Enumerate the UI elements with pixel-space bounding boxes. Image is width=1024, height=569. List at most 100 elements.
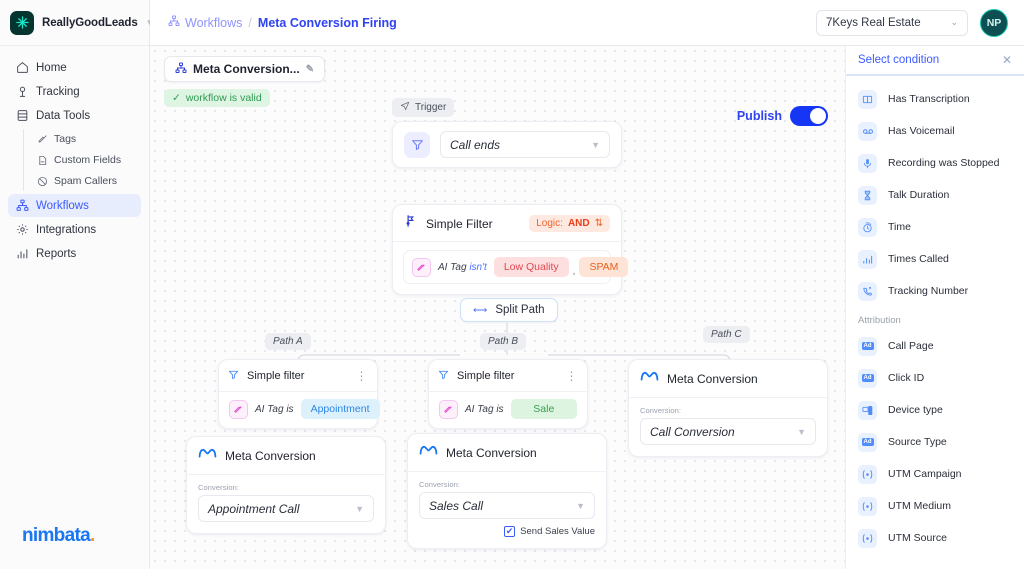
condition-item-click-id[interactable]: Ad Click ID <box>846 362 1024 394</box>
filter-a-condition-row[interactable]: AI Tag is Appointment <box>229 399 380 419</box>
condition-item-label: Tracking Number <box>888 285 969 297</box>
meta-a-conversion-value: Appointment Call <box>208 501 300 516</box>
swap-icon[interactable]: ⇅ <box>594 218 603 229</box>
sidebar-item-tags[interactable]: Tags <box>33 129 141 149</box>
condition-item-label: Source Type <box>888 436 947 448</box>
condition-item-times-called[interactable]: Times Called <box>846 243 1024 275</box>
meta-conversion-c-node[interactable]: Meta Conversion Conversion: Call Convers… <box>628 359 828 457</box>
simple-filter-node[interactable]: Simple Filter Logic: AND ⇅ AI Tag isn't … <box>392 204 629 295</box>
filter-condition-row[interactable]: AI Tag isn't Low Quality , SPAM <box>403 250 629 284</box>
sidebar-item-tracking[interactable]: Tracking <box>8 80 141 103</box>
trigger-node[interactable]: Call ends ▼ <box>392 121 622 168</box>
condition-section-attribution: Attribution <box>858 315 901 326</box>
meta-a-conversion-select[interactable]: Appointment Call ▼ <box>198 495 374 522</box>
send-sales-value-checkbox[interactable]: ✔ <box>504 526 516 537</box>
meta-conversion-a-node[interactable]: Meta Conversion Conversion: Appointment … <box>186 436 386 534</box>
filter-a-chip[interactable]: Appointment <box>300 399 380 419</box>
account-selector[interactable]: 7Keys Real Estate ⌄ <box>816 9 968 36</box>
pencil-icon[interactable]: ✎ <box>305 63 315 75</box>
avatar[interactable]: NP <box>980 8 1008 37</box>
condition-item-label: Has Voicemail <box>888 125 955 137</box>
device-icon <box>858 400 877 420</box>
workflow-icon <box>16 199 29 212</box>
kebab-menu-icon[interactable]: ⋮ <box>355 369 368 383</box>
publish-toggle[interactable] <box>790 106 828 126</box>
publish-control: Publish <box>737 106 828 126</box>
transcription-icon <box>858 89 877 109</box>
topbar: Workflows / Meta Conversion Firing 7Keys… <box>150 0 1024 46</box>
filter-a-title: Simple filter <box>247 370 305 382</box>
voicemail-icon <box>858 121 877 141</box>
workflow-name-tab[interactable]: Meta Conversion... ✎ <box>164 56 326 82</box>
sidebar-nav: Home Tracking Data Tools Ta <box>0 46 149 265</box>
main-area: Workflows / Meta Conversion Firing 7Keys… <box>150 0 1024 569</box>
condition-item-call-page[interactable]: Ad Call Page <box>846 330 1024 362</box>
condition-item-utm-campaign[interactable]: UTM Campaign <box>846 458 1024 490</box>
workflow-valid-label: workflow is valid <box>185 92 262 104</box>
filter-b-condition-row[interactable]: AI Tag is Sale <box>439 399 577 419</box>
sidebar-subitem-label: Spam Callers <box>54 175 118 187</box>
filter-a-field: AI Tag <box>255 403 284 415</box>
meta-b-title: Meta Conversion <box>446 446 537 460</box>
simple-filter-header: Simple Filter Logic: AND ⇅ <box>393 205 621 242</box>
workflow-valid-badge: ✓ workflow is valid <box>164 89 270 107</box>
sidebar-item-home[interactable]: Home <box>8 56 141 79</box>
condition-item-utm-medium[interactable]: UTM Medium <box>846 490 1024 522</box>
chevron-down-icon: ▼ <box>576 500 585 511</box>
chevron-down-icon: ▼ <box>355 503 364 514</box>
meta-a-header: Meta Conversion <box>187 437 385 475</box>
sidebar-item-data-tools[interactable]: Data Tools <box>8 104 141 127</box>
bar-chart-icon <box>16 247 29 260</box>
microphone-icon <box>858 153 877 173</box>
condition-item-source-type[interactable]: Ad Source Type <box>846 426 1024 458</box>
filter-b-node[interactable]: Simple filter ⋮ AI Tag is Sale <box>428 359 588 429</box>
meta-b-conversion-select[interactable]: Sales Call ▼ <box>419 492 595 519</box>
close-icon[interactable]: ✕ <box>1001 53 1012 67</box>
sidebar-item-spam-callers[interactable]: Spam Callers <box>33 171 141 191</box>
workflow-icon <box>175 62 187 77</box>
condition-item-has-transcription[interactable]: Has Transcription <box>846 83 1024 115</box>
send-sales-value-row[interactable]: ✔ Send Sales Value <box>419 526 595 537</box>
condition-chip-low-quality[interactable]: Low Quality <box>493 257 569 277</box>
meta-a-title: Meta Conversion <box>225 449 316 463</box>
utm-icon <box>858 528 877 548</box>
chevron-down-icon[interactable]: ▼ <box>146 18 154 27</box>
condition-item-tracking-number[interactable]: Tracking Number <box>846 275 1024 307</box>
branch-filter-icon <box>404 214 418 233</box>
chevron-down-icon: ⌄ <box>950 17 958 27</box>
split-path-node[interactable]: ⟷ Split Path <box>460 298 558 322</box>
clock-icon <box>858 217 877 237</box>
brand-name: ReallyGoodLeads <box>42 16 138 29</box>
meta-c-body: Conversion: Call Conversion ▼ <box>629 398 827 456</box>
condition-item-utm-source[interactable]: UTM Source <box>846 522 1024 554</box>
sidebar-item-reports[interactable]: Reports <box>8 242 141 265</box>
condition-item-label: Has Transcription <box>888 93 970 105</box>
sidebar-item-workflows[interactable]: Workflows <box>8 194 141 217</box>
condition-item-talk-duration[interactable]: Talk Duration <box>846 179 1024 211</box>
sidebar-item-custom-fields[interactable]: Custom Fields <box>33 150 141 170</box>
breadcrumb: Workflows / Meta Conversion Firing <box>168 15 397 30</box>
kebab-menu-icon[interactable]: ⋮ <box>565 369 578 383</box>
brand-switcher[interactable]: ReallyGoodLeads ▼ <box>0 0 154 46</box>
meta-conversion-b-node[interactable]: Meta Conversion Conversion: Sales Call ▼… <box>407 433 607 549</box>
sidebar-item-integrations[interactable]: Integrations <box>8 218 141 241</box>
condition-chip-spam[interactable]: SPAM <box>579 257 629 277</box>
logic-badge[interactable]: Logic: AND ⇅ <box>529 215 610 232</box>
nimbata-logo-dot: . <box>89 525 95 546</box>
meta-c-conversion-select[interactable]: Call Conversion ▼ <box>640 418 816 445</box>
sidebar-subitem-label: Custom Fields <box>54 154 122 166</box>
filter-a-node[interactable]: Simple filter ⋮ AI Tag is Appointment <box>218 359 380 429</box>
utm-icon <box>858 464 877 484</box>
condition-item-has-voicemail[interactable]: Has Voicemail <box>846 115 1024 147</box>
breadcrumb-workflows-link[interactable]: Workflows <box>168 15 242 30</box>
condition-item-recording-was-stopped[interactable]: Recording was Stopped <box>846 147 1024 179</box>
condition-item-device-type[interactable]: Device type <box>846 394 1024 426</box>
bar-chart-icon <box>858 249 877 269</box>
tag-icon <box>439 399 458 419</box>
split-path-label: Split Path <box>495 304 545 316</box>
meta-logo-icon <box>640 370 659 388</box>
filter-b-chip[interactable]: Sale <box>510 399 577 419</box>
trigger-event-select[interactable]: Call ends ▼ <box>440 131 610 158</box>
condition-item-time[interactable]: Time <box>846 211 1024 243</box>
meta-a-body: Conversion: Appointment Call ▼ <box>187 475 385 533</box>
